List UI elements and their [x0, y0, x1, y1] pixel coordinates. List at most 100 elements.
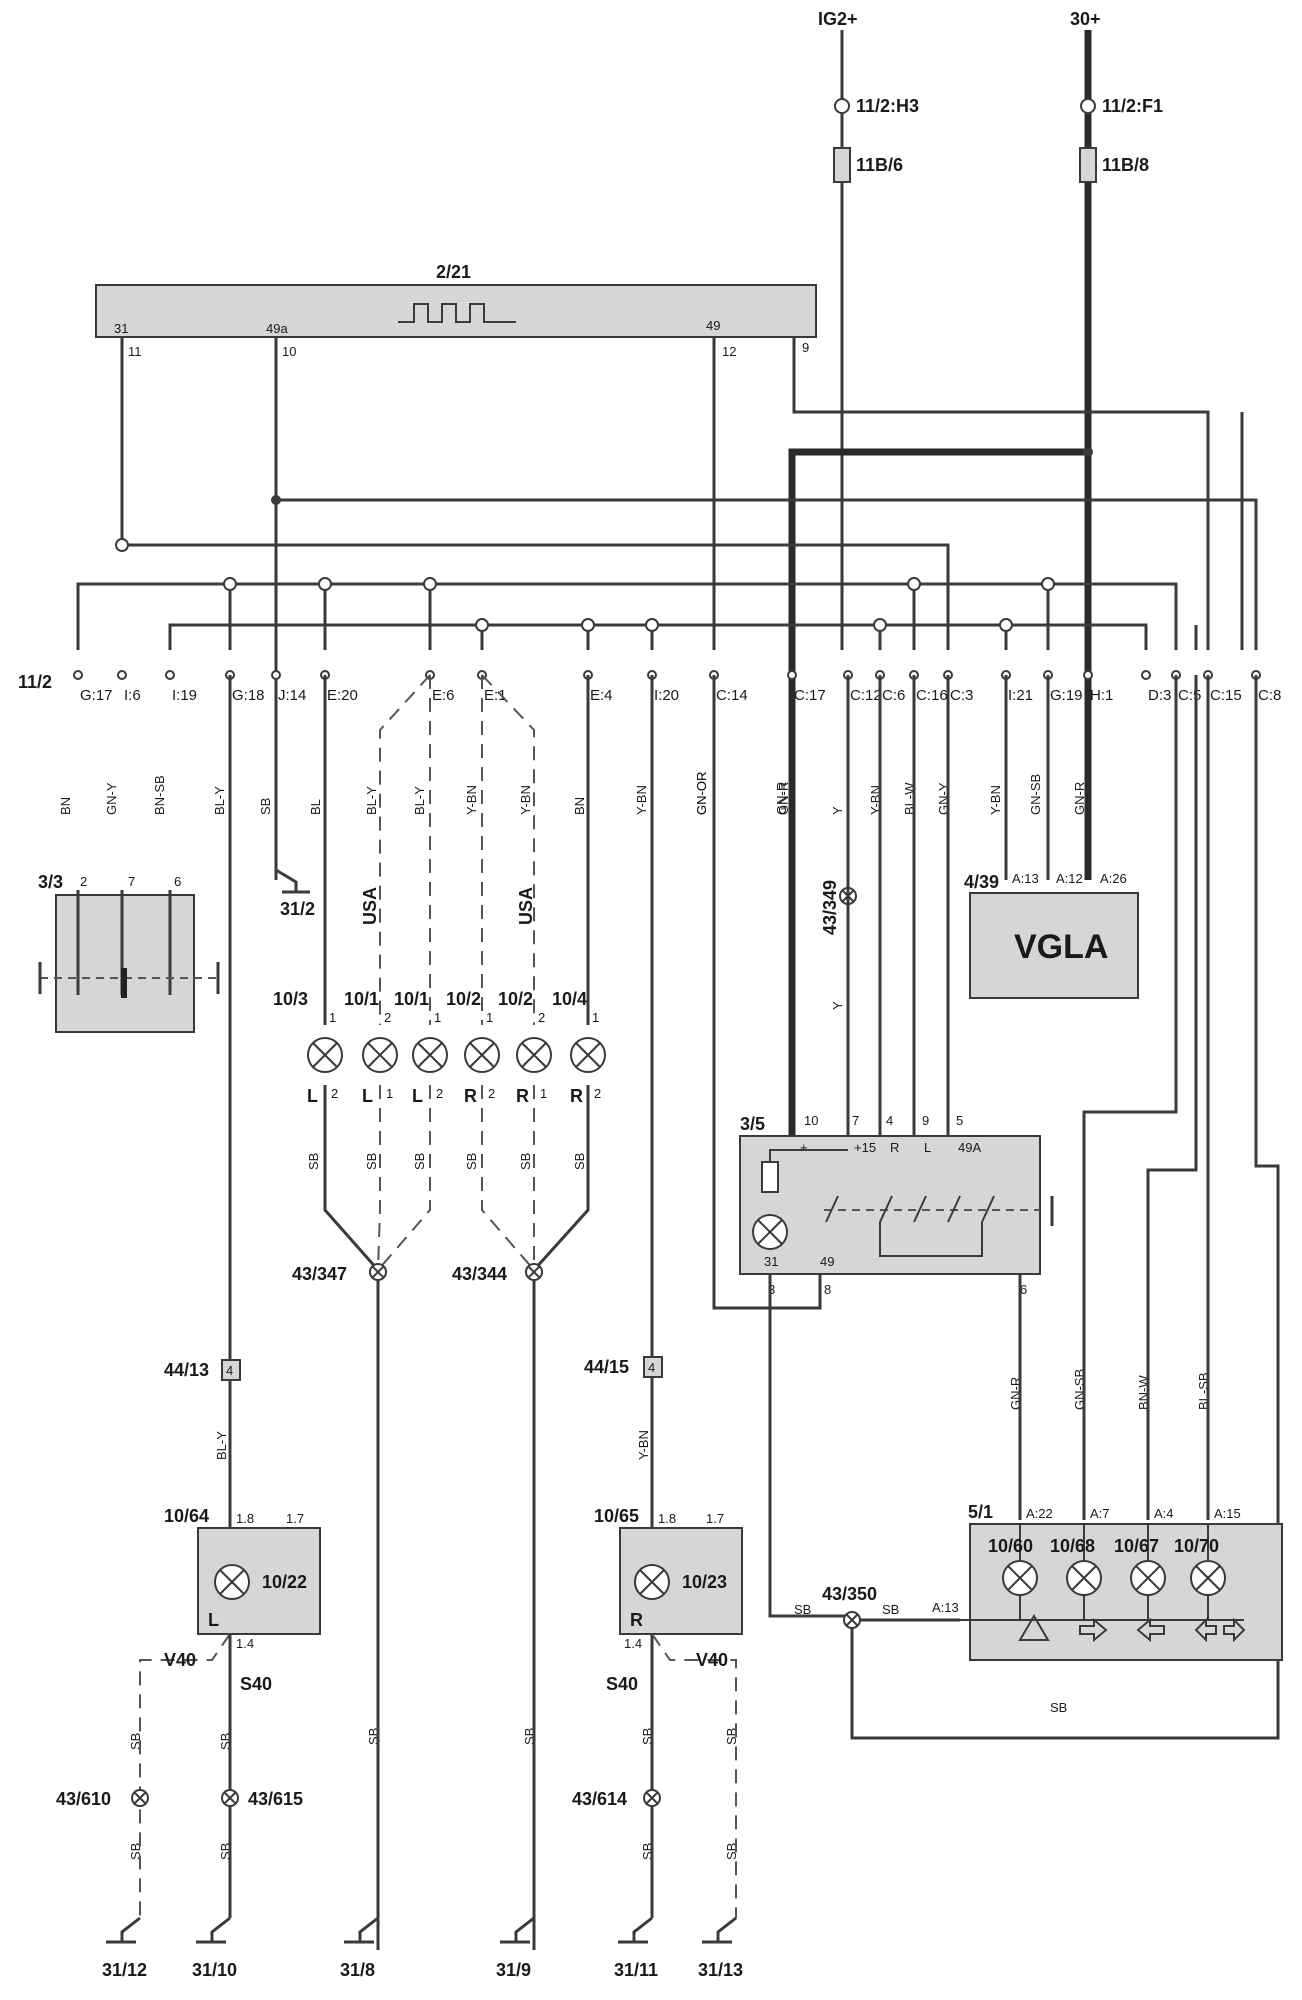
module-44-15-label: 44/15 — [584, 1357, 629, 1377]
usa-label-r: USA — [516, 887, 536, 925]
fuse-11b8 — [1079, 147, 1097, 183]
lamp-pin-top: 1 — [434, 1010, 441, 1025]
splice-615-label: 43/615 — [248, 1789, 303, 1809]
wire-flasher-9 — [792, 337, 1210, 650]
splice-347-label: 43/347 — [292, 1264, 347, 1284]
vgla-module — [969, 892, 1139, 999]
wire-color-label: SB — [464, 1153, 479, 1170]
wire-color-label: SB — [794, 1602, 811, 1617]
wire-color-label: SB — [258, 798, 273, 815]
svg-text:A:15: A:15 — [1214, 1506, 1241, 1521]
splice-43-615 — [221, 1789, 239, 1807]
flasher-pinno-11: 11 — [128, 344, 142, 359]
lamp-pin-bottom: 2 — [331, 1086, 338, 1101]
lamp-pin-top: 2 — [538, 1010, 545, 1025]
wire-color-label: BL-Y — [212, 786, 227, 815]
wire-color-label: GN-R — [774, 782, 789, 815]
splice-43-350 — [843, 1611, 861, 1629]
hazard-wiring — [712, 675, 1280, 1740]
splice-43-614 — [643, 1789, 661, 1807]
variant-v40-left: V40 — [164, 1650, 196, 1670]
ground-label: 31/12 — [102, 1960, 147, 1980]
svg-text:A:7: A:7 — [1090, 1506, 1110, 1521]
svg-text:R: R — [890, 1140, 899, 1155]
conn-pin-label: H:1 — [1090, 687, 1113, 704]
wire-color-label: Y-BN — [988, 785, 1003, 815]
lamp-pin-bottom: 2 — [594, 1086, 601, 1101]
hazard-switch-3-5 — [739, 1135, 1041, 1275]
conn-pin-label: G:18 — [232, 687, 265, 704]
wire-right-bus — [168, 623, 1148, 650]
conn-pin-label: I:21 — [1008, 687, 1033, 704]
ground-label: 31/11 — [614, 1960, 658, 1980]
junction — [115, 538, 129, 552]
conn-pin-label: E:4 — [590, 687, 613, 704]
conn-pin-label: G:19 — [1050, 687, 1083, 704]
conn-pin-label: E:1 — [484, 687, 507, 704]
module-44-13 — [221, 1359, 241, 1381]
lamp-pin-top: 2 — [384, 1010, 391, 1025]
flasher-pinno-10: 10 — [282, 344, 296, 359]
side-lamp-r-side: R — [630, 1610, 643, 1630]
ground-wire — [358, 1916, 379, 1942]
svg-text:L: L — [924, 1140, 931, 1155]
variant-s40-right: S40 — [606, 1674, 638, 1694]
conn-pin-label: I:20 — [654, 687, 679, 704]
wire-color-label: GN-OR — [694, 772, 709, 815]
flasher-pinno-12: 12 — [722, 344, 736, 359]
wire-color-label: SB — [364, 1153, 379, 1170]
conn-pin-label: C:17 — [794, 687, 826, 704]
conn-11-2-label: 11/2 — [18, 672, 52, 692]
wire-color-label: Y-BN — [636, 1430, 651, 1460]
lamp-cross — [1135, 1565, 1161, 1591]
ground-31-2-wire — [275, 868, 298, 892]
ground-label: 31/9 — [496, 1960, 531, 1980]
ground-label: 31/10 — [192, 1960, 237, 1980]
wire-color-label: GN-R — [776, 782, 791, 815]
switch-pin-6: 6 — [174, 874, 181, 889]
conn-pin-label: I:6 — [124, 687, 141, 704]
lamp-cross — [367, 1042, 393, 1068]
wire-30-to-hazard — [788, 448, 1088, 1200]
conn-pin-label: I:19 — [172, 687, 197, 704]
side-lamp-l-label: 10/22 — [262, 1572, 307, 1592]
conn-pin-label: C:12 — [850, 687, 882, 704]
conn-30-label: 11/2:F1 — [1102, 96, 1163, 116]
conn-pin-dot — [1083, 670, 1093, 680]
flasher-pin-49a: 49a — [266, 321, 288, 336]
conn-pin-label: C:15 — [1210, 687, 1242, 704]
svg-text:A:13: A:13 — [932, 1600, 959, 1615]
lamp-side-label: R — [570, 1086, 583, 1106]
lamp-pin-top: 1 — [329, 1010, 336, 1025]
wire-color-label: SB — [306, 1153, 321, 1170]
flasher-pin-31: 31 — [114, 321, 128, 336]
vgla-label: VGLA — [1014, 928, 1108, 966]
side-lamp-l-pin-17: 1.7 — [286, 1511, 304, 1526]
ground-31-2-label: 31/2 — [280, 899, 315, 919]
lamp-cross — [1071, 1565, 1097, 1591]
lamp-pin-bottom: 2 — [436, 1086, 443, 1101]
wire-color-label: GN-OR — [694, 772, 709, 815]
hazard-inner-49: 49 — [820, 1254, 834, 1269]
ground-wire — [716, 1916, 737, 1942]
conn-30-terminal — [1080, 98, 1096, 114]
vgla-pin-a13: A:13 — [1012, 871, 1039, 886]
conn-pin-label: J:14 — [278, 687, 306, 704]
svg-text:A:4: A:4 — [1154, 1506, 1174, 1521]
wire-color-label: BL — [308, 799, 323, 815]
cluster-lamp-label: 10/67 — [1114, 1536, 1159, 1556]
cluster-lamp-label: 10/60 — [988, 1536, 1033, 1556]
svg-text:9: 9 — [922, 1113, 929, 1128]
lamp-cross — [521, 1042, 547, 1068]
conn-pin-label: C:8 — [1258, 687, 1281, 704]
flasher-pinno-9: 9 — [802, 340, 809, 355]
conn-pin-dot — [117, 670, 127, 680]
conn-pin-label: C:3 — [950, 687, 973, 704]
lamp-id-label: 10/2 — [446, 989, 481, 1009]
variant-s40-left: S40 — [240, 1674, 272, 1694]
side-lamp-r-pin-14: 1.4 — [624, 1636, 642, 1651]
